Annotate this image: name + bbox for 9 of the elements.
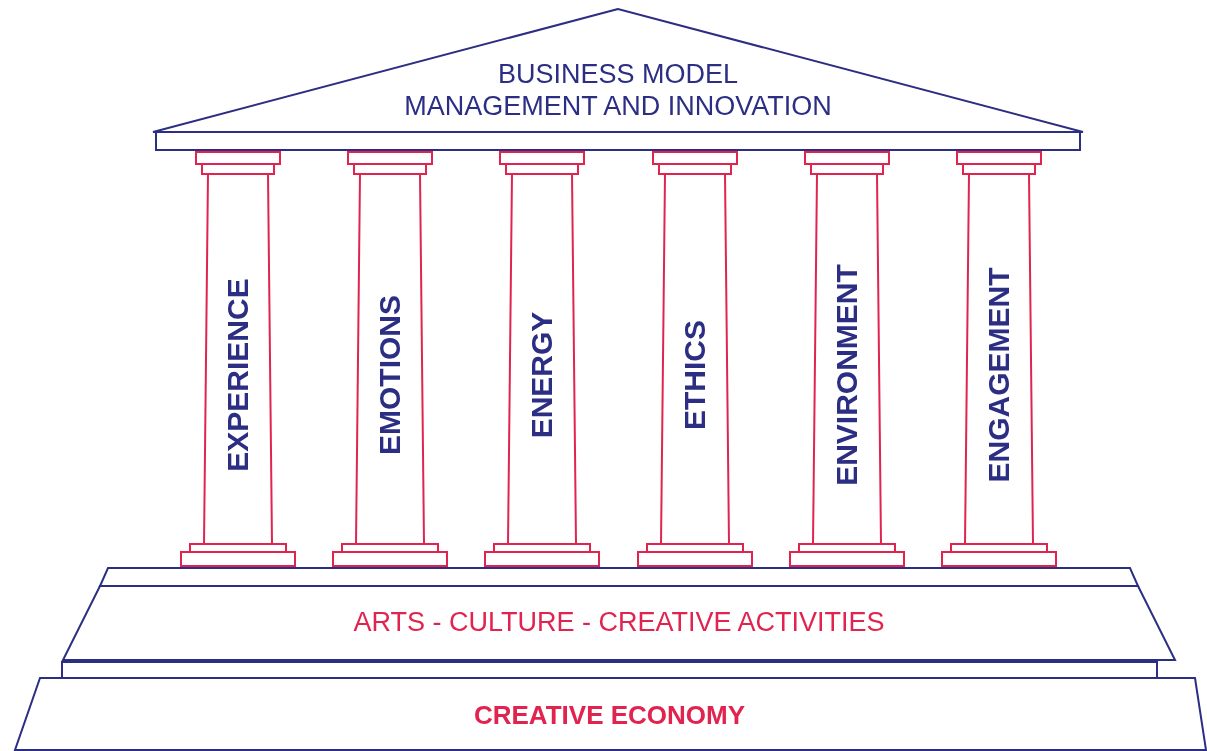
roof-title: BUSINESS MODEL MANAGEMENT AND INNOVATION — [403, 58, 833, 123]
column-label: ENVIRONMENT — [829, 264, 864, 486]
base-label: CREATIVE ECONOMY — [473, 700, 746, 732]
column-label: ENERGY — [524, 311, 559, 439]
column-label: ETHICS — [677, 320, 712, 430]
step-label: ARTS - CULTURE - CREATIVE ACTIVITIES — [353, 606, 885, 639]
column-label: EMOTIONS — [372, 295, 407, 455]
column-label: EXPERIENCE — [220, 278, 255, 472]
column-label: ENGAGEMENT — [981, 267, 1016, 483]
